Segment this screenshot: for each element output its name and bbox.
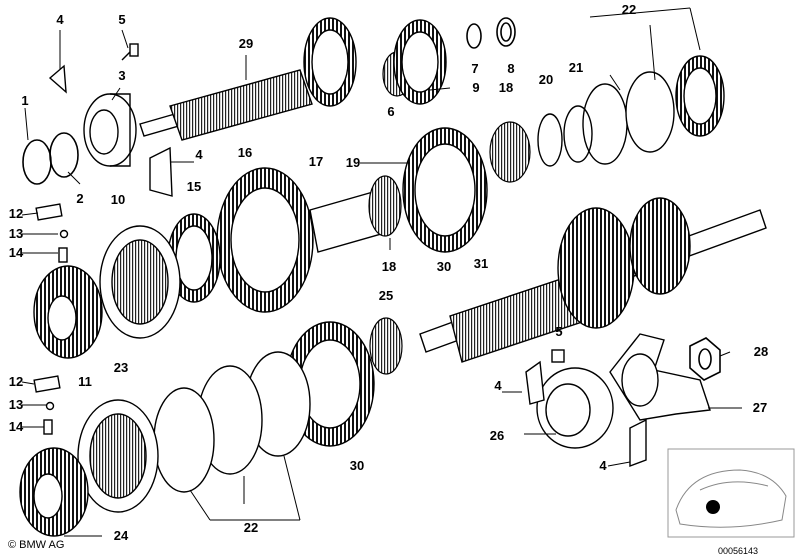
callout-14-top: 14: [8, 245, 24, 260]
needle-bearing-25: [369, 317, 403, 375]
sleeve-22-top: [582, 55, 725, 165]
callout-13-bottom: 13: [8, 397, 24, 412]
callout-30-top: 30: [436, 259, 452, 274]
snap-ring-7: [466, 23, 482, 49]
rings-20-21: [537, 105, 593, 167]
callout-1: 1: [21, 93, 29, 108]
gear-16: [216, 167, 314, 313]
housing-27: [609, 333, 711, 421]
leader-lines: [21, 7, 742, 537]
callout-4-top: 4: [56, 12, 64, 27]
callout-12-bottom: 12: [8, 374, 24, 389]
position-marker-icon: [706, 500, 720, 514]
callout-15: 15: [186, 179, 202, 194]
callout-3: 3: [118, 68, 126, 83]
gear-30-top: [402, 127, 488, 253]
document-number: 00056143: [717, 546, 759, 556]
callout-30-bottom: 30: [349, 458, 365, 473]
small-hardware: [33, 43, 647, 468]
hub-24: [19, 447, 89, 537]
callout-16: 16: [237, 145, 253, 160]
callout-10: 10: [110, 192, 126, 207]
callout-26: 26: [489, 428, 505, 443]
callout-5-top: 5: [118, 12, 126, 27]
callout-2: 2: [76, 191, 84, 206]
rings-22-bottom: [153, 351, 311, 493]
callout-22-bottom: 22: [243, 520, 259, 535]
nut-28: [689, 337, 721, 381]
callout-11: 11: [78, 374, 92, 389]
callout-8: 8: [507, 61, 515, 76]
gear-input: [303, 17, 357, 107]
callout-9: 9: [472, 80, 480, 95]
car-thumbnail: [667, 448, 795, 538]
bearing-3: [83, 93, 137, 167]
callout-4-bottom-upper: 4: [494, 378, 502, 393]
callout-19: 19: [345, 155, 361, 170]
washer-8: [496, 17, 516, 47]
callout-25: 25: [378, 288, 394, 303]
synchro-ring-15: [167, 213, 221, 303]
bearing-26: [536, 367, 614, 449]
gear-countershaft-large: [557, 197, 691, 329]
callout-31: 31: [473, 256, 489, 271]
callout-28: 28: [753, 344, 769, 359]
callout-5-bottom: 5: [555, 324, 563, 339]
copyright-text: © BMW AG: [8, 539, 65, 551]
callout-27: 27: [752, 400, 768, 415]
callout-12-top: 12: [8, 206, 24, 221]
callout-24: 24: [113, 528, 129, 543]
callout-6: 6: [387, 104, 395, 119]
callout-21: 21: [568, 60, 584, 75]
callout-7: 7: [471, 61, 479, 76]
needle-bearing-18-top: [489, 121, 531, 183]
callout-4-bottom-lower: 4: [599, 458, 607, 473]
callout-4-mid: 4: [195, 147, 203, 162]
callout-23: 23: [113, 360, 129, 375]
input-shaft: [139, 69, 313, 141]
callout-17: 17: [308, 154, 324, 169]
needle-bearing-18: [368, 175, 402, 237]
callout-14-bottom: 14: [8, 419, 24, 434]
callout-20: 20: [538, 72, 554, 87]
callout-13-top: 13: [8, 226, 24, 241]
callout-22-top: 22: [621, 2, 637, 17]
hub-11: [33, 265, 103, 359]
sleeve-10: [99, 225, 181, 339]
sleeve-23: [77, 399, 159, 513]
synchro-ring-9: [393, 19, 447, 105]
callout-18-top: 18: [498, 80, 514, 95]
ring-2: [49, 132, 79, 178]
callout-29: 29: [238, 36, 254, 51]
circlip-1: [22, 139, 52, 185]
callout-18-bottom: 18: [381, 259, 397, 274]
